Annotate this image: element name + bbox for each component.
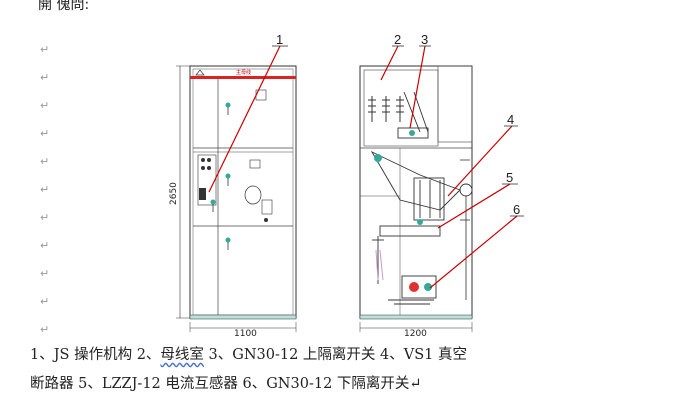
busbar-band	[190, 76, 296, 79]
panel-label: 主母线	[236, 69, 251, 76]
warning-triangle-icon	[195, 69, 205, 76]
leader-4	[447, 125, 513, 197]
paragraph-mark: ↵	[40, 323, 50, 336]
side-width-label: 1200	[404, 329, 427, 339]
paragraph-mark: ↵	[40, 155, 50, 168]
leader-3	[409, 45, 426, 129]
busbar-chamber-term: 母线室	[160, 347, 204, 363]
cropped-top-text: 開 傀問:	[38, 0, 90, 13]
caption-line-2: 断路器 5、LZZJ-12 电流互感器 6、GN30-12 下隔离开关↵	[30, 376, 422, 392]
lower-disconnector	[388, 275, 437, 305]
leader-6	[429, 215, 518, 289]
leader-1	[208, 45, 281, 193]
callout-4: 4	[507, 112, 514, 127]
paragraph-mark: ↵	[40, 239, 50, 252]
paragraph-mark: ↵	[40, 71, 50, 84]
busbar-chamber	[363, 69, 439, 147]
leader-5	[437, 183, 511, 229]
callout-5: 5	[506, 170, 513, 185]
front-view: 主母线 1100	[169, 65, 297, 339]
paragraph-mark: ↵	[40, 211, 50, 224]
callout-2: 2	[394, 32, 401, 47]
callout-6: 6	[513, 202, 520, 217]
callout-1: 1	[276, 32, 283, 47]
front-width-label: 1100	[234, 329, 257, 339]
paragraph-mark: ↵	[40, 183, 50, 196]
lzzj-current-transformer	[372, 225, 441, 284]
callouts	[208, 45, 518, 289]
caption-line-1: 1、JS 操作机构 2、母线室 3、GN30-12 上隔离开关 4、VS1 真空	[30, 347, 468, 363]
height-label: 2650	[169, 182, 179, 205]
callout-3: 3	[421, 32, 428, 47]
paragraph-mark: ↵	[40, 295, 50, 308]
side-view: 1200	[359, 65, 473, 339]
paragraph-mark: ↵	[40, 127, 50, 140]
paragraph-mark: ↵	[40, 43, 50, 56]
paragraph-mark: ↵	[40, 99, 50, 112]
paragraph-mark: ↵	[40, 267, 50, 280]
upper-disconnector	[397, 91, 429, 139]
leader-2	[380, 45, 399, 81]
js-operating-mechanism	[199, 188, 206, 200]
vs1-vacuum-breaker	[370, 150, 473, 225]
